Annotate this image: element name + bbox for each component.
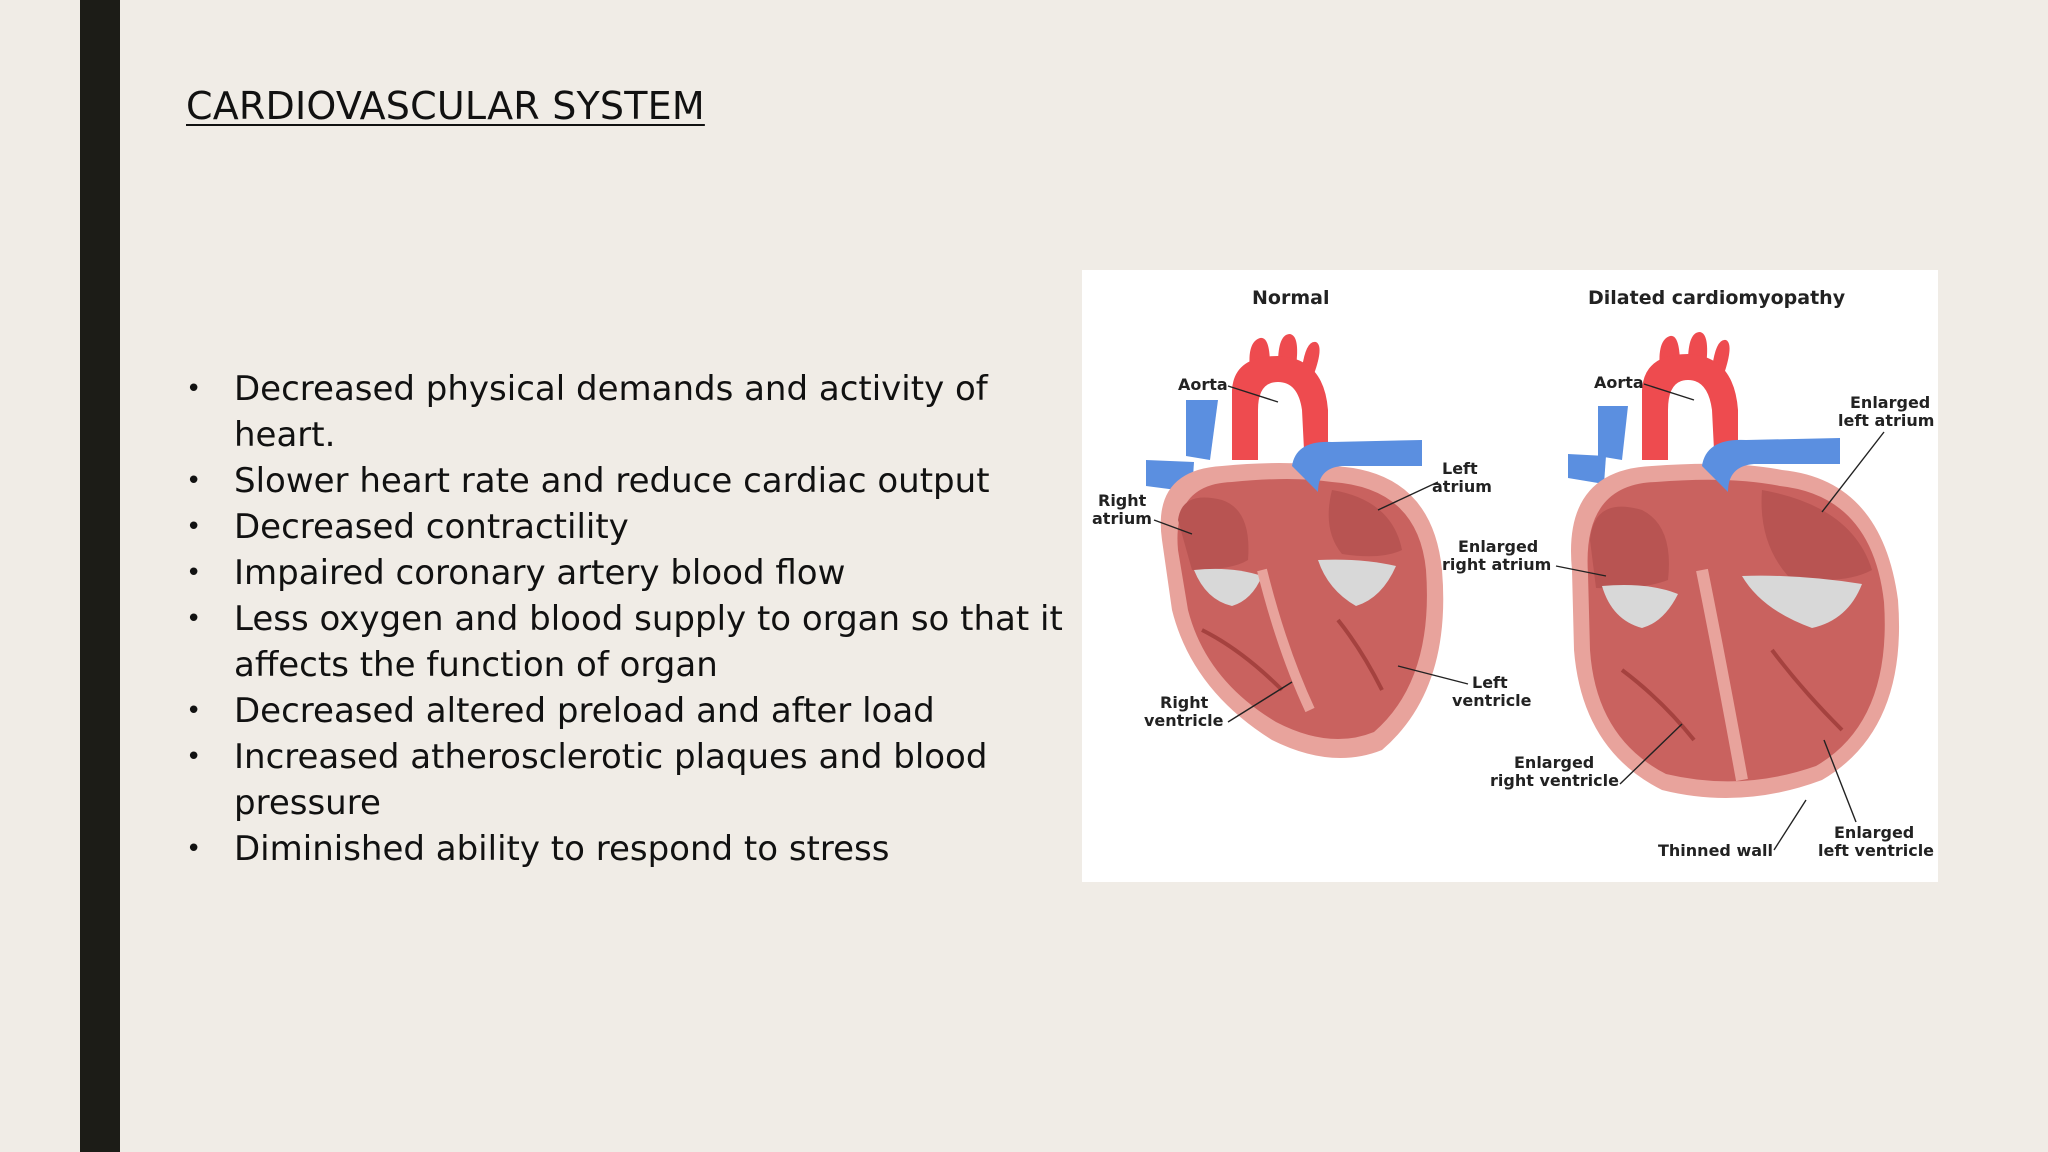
normal-aorta-label: Aorta	[1178, 375, 1228, 394]
normal-left-ventricle-label-2: ventricle	[1452, 691, 1532, 710]
normal-right-atrium-label-2: atrium	[1092, 509, 1152, 528]
normal-right-atrium-label-1: Right	[1098, 491, 1147, 510]
bullet-text: Decreased contractility	[234, 507, 629, 547]
bullet-item: • Impaired coronary artery blood flow	[186, 550, 1086, 596]
dilated-enlarged-right-ventricle-label-1: Enlarged	[1514, 753, 1594, 772]
bullet-dot: •	[186, 466, 202, 496]
dilated-heart	[1568, 332, 1900, 798]
bullet-text: Less oxygen and blood supply to organ so…	[234, 599, 1063, 685]
dilated-thinned-wall-label: Thinned wall	[1658, 841, 1773, 860]
bullet-text: Diminished ability to respond to stress	[234, 829, 890, 869]
dilated-enlarged-right-atrium-label-2: right atrium	[1442, 555, 1551, 574]
bullet-text: Increased atherosclerotic plaques and bl…	[234, 737, 988, 823]
bullet-text: Decreased physical demands and activity …	[234, 369, 988, 455]
normal-right-ventricle-label-1: Right	[1160, 693, 1209, 712]
normal-right-ventricle-label-2: ventricle	[1144, 711, 1224, 730]
normal-left-atrium-label-2: atrium	[1432, 477, 1492, 496]
dilated-enlarged-left-atrium-label-1: Enlarged	[1850, 393, 1930, 412]
bullet-item: • Decreased contractility	[186, 504, 1086, 550]
bullet-item: • Diminished ability to respond to stress	[186, 826, 1086, 872]
bullet-item: • Slower heart rate and reduce cardiac ou…	[186, 458, 1086, 504]
bullet-dot: •	[186, 696, 202, 726]
dilated-enlarged-right-ventricle-label-2: right ventricle	[1490, 771, 1619, 790]
dilated-enlarged-left-ventricle-label-2: left ventricle	[1818, 841, 1934, 860]
bullet-text: Impaired coronary artery blood flow	[234, 553, 846, 593]
bullet-item: • Less oxygen and blood supply to organ s…	[186, 596, 1086, 688]
bullet-text: Slower heart rate and reduce cardiac out…	[234, 461, 990, 501]
bullet-list: • Decreased physical demands and activity…	[186, 366, 1086, 872]
dilated-enlarged-left-ventricle-label-1: Enlarged	[1834, 823, 1914, 842]
dilated-enlarged-left-atrium-label-2: left atrium	[1838, 411, 1934, 430]
accent-bar	[80, 0, 120, 1152]
bullet-item: • Increased atherosclerotic plaques and b…	[186, 734, 1086, 826]
heart-comparison-figure: Normal Aorta Left atrium Right atrium Ri…	[1082, 270, 1938, 882]
heart-illustration: Normal Aorta Left atrium Right atrium Ri…	[1092, 287, 1934, 860]
dilated-heading: Dilated cardiomyopathy	[1588, 287, 1846, 309]
bullet-dot: •	[186, 834, 202, 864]
bullet-dot: •	[186, 604, 202, 634]
slide-title: CARDIOVASCULAR SYSTEM	[186, 84, 705, 128]
bullet-dot: •	[186, 374, 202, 404]
bullet-item: • Decreased physical demands and activity…	[186, 366, 1086, 458]
normal-left-atrium-label-1: Left	[1442, 459, 1478, 478]
dilated-aorta-label: Aorta	[1594, 373, 1644, 392]
bullet-item: • Decreased altered preload and after loa…	[186, 688, 1086, 734]
normal-heart	[1146, 334, 1444, 758]
bullet-dot: •	[186, 558, 202, 588]
bullet-dot: •	[186, 512, 202, 542]
bullet-dot: •	[186, 742, 202, 772]
normal-heading: Normal	[1252, 287, 1329, 309]
normal-left-ventricle-label-1: Left	[1472, 673, 1508, 692]
bullet-text: Decreased altered preload and after load	[234, 691, 935, 731]
dilated-enlarged-right-atrium-label-1: Enlarged	[1458, 537, 1538, 556]
